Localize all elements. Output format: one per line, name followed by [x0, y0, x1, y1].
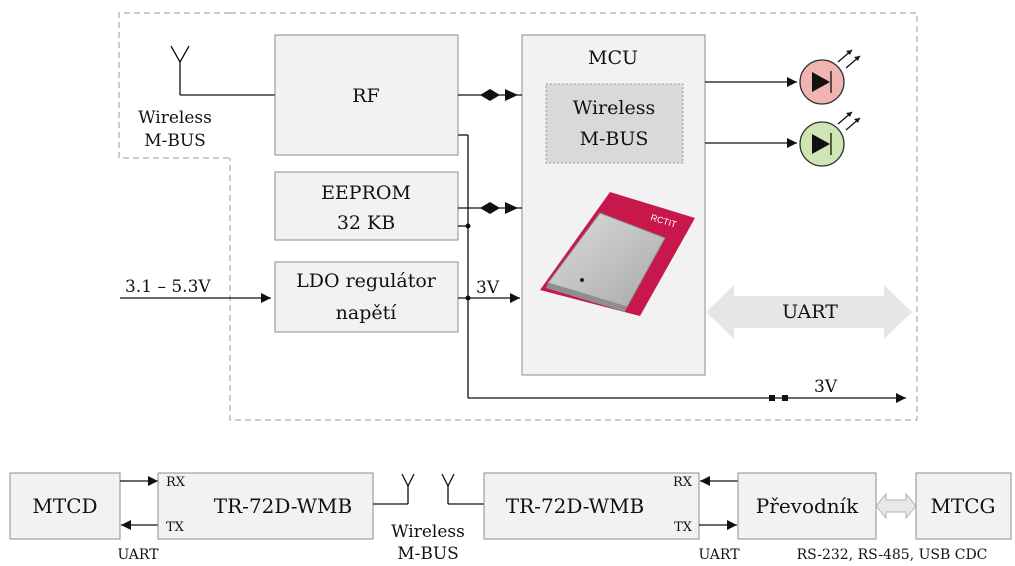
v3-out-label: 3V [814, 377, 838, 397]
led-green-icon [705, 111, 861, 167]
prevodnik-label: Převodník [756, 494, 859, 518]
uart-double-arrow [706, 285, 912, 339]
rx-right-label: RX [673, 475, 693, 490]
antenna-icon [170, 45, 275, 96]
ldo-label-2: napětí [336, 302, 398, 324]
mcu-label: MCU [588, 47, 638, 69]
wireless-label-1: Wireless [391, 522, 465, 542]
rf-mcu-link [458, 89, 522, 101]
tr-right-label: TR-72D-WMB [506, 494, 644, 518]
eeprom-mcu-link [458, 202, 522, 214]
eeprom-block [274, 171, 459, 241]
transceiver-module-image: RCTIT [540, 192, 695, 316]
antenna-label-2: M-BUS [144, 131, 206, 151]
rx-left-label: RX [166, 475, 186, 490]
antenna-left-icon [373, 473, 415, 505]
rf-label: RF [352, 85, 380, 107]
antenna-label-1: Wireless [138, 108, 212, 128]
wireless-label-2: M-BUS [397, 544, 459, 564]
mtcd-label: MTCD [32, 494, 97, 518]
mtcg-label: MTCG [930, 494, 995, 518]
tx-right-label: TX [674, 520, 693, 535]
tr-left-label: TR-72D-WMB [214, 494, 352, 518]
power-bus [458, 134, 906, 403]
wmbus-stack-block [545, 83, 684, 164]
module-boundary [118, 12, 918, 421]
rf-block [274, 34, 459, 156]
wmbus-label-2: M-BUS [580, 128, 649, 150]
uart-left-label: UART [117, 547, 159, 563]
tr-left-block [157, 472, 374, 540]
mtcg-block [915, 472, 1012, 540]
uart-label: UART [782, 301, 838, 323]
eeprom-label-2: 32 KB [337, 212, 395, 234]
serial-double-arrow [875, 492, 917, 520]
antenna-right-icon [441, 473, 484, 505]
mtcd-block [9, 472, 121, 540]
ldo-label-1: LDO regulátor [296, 270, 437, 292]
tr-right-block [483, 472, 700, 540]
tx-left-label: TX [166, 520, 185, 535]
ldo-block [274, 261, 459, 333]
vin-label: 3.1 – 5.3V [125, 277, 211, 297]
wmbus-label-1: Wireless [573, 97, 655, 119]
interfaces-label: RS-232, RS-485, USB CDC [797, 547, 988, 563]
prevodnik-block [737, 472, 877, 540]
v3-inner-label: 3V [476, 278, 500, 298]
eeprom-label-1: EEPROM [321, 182, 411, 204]
uart-right-label: UART [698, 547, 740, 563]
led-red-icon [705, 49, 861, 105]
